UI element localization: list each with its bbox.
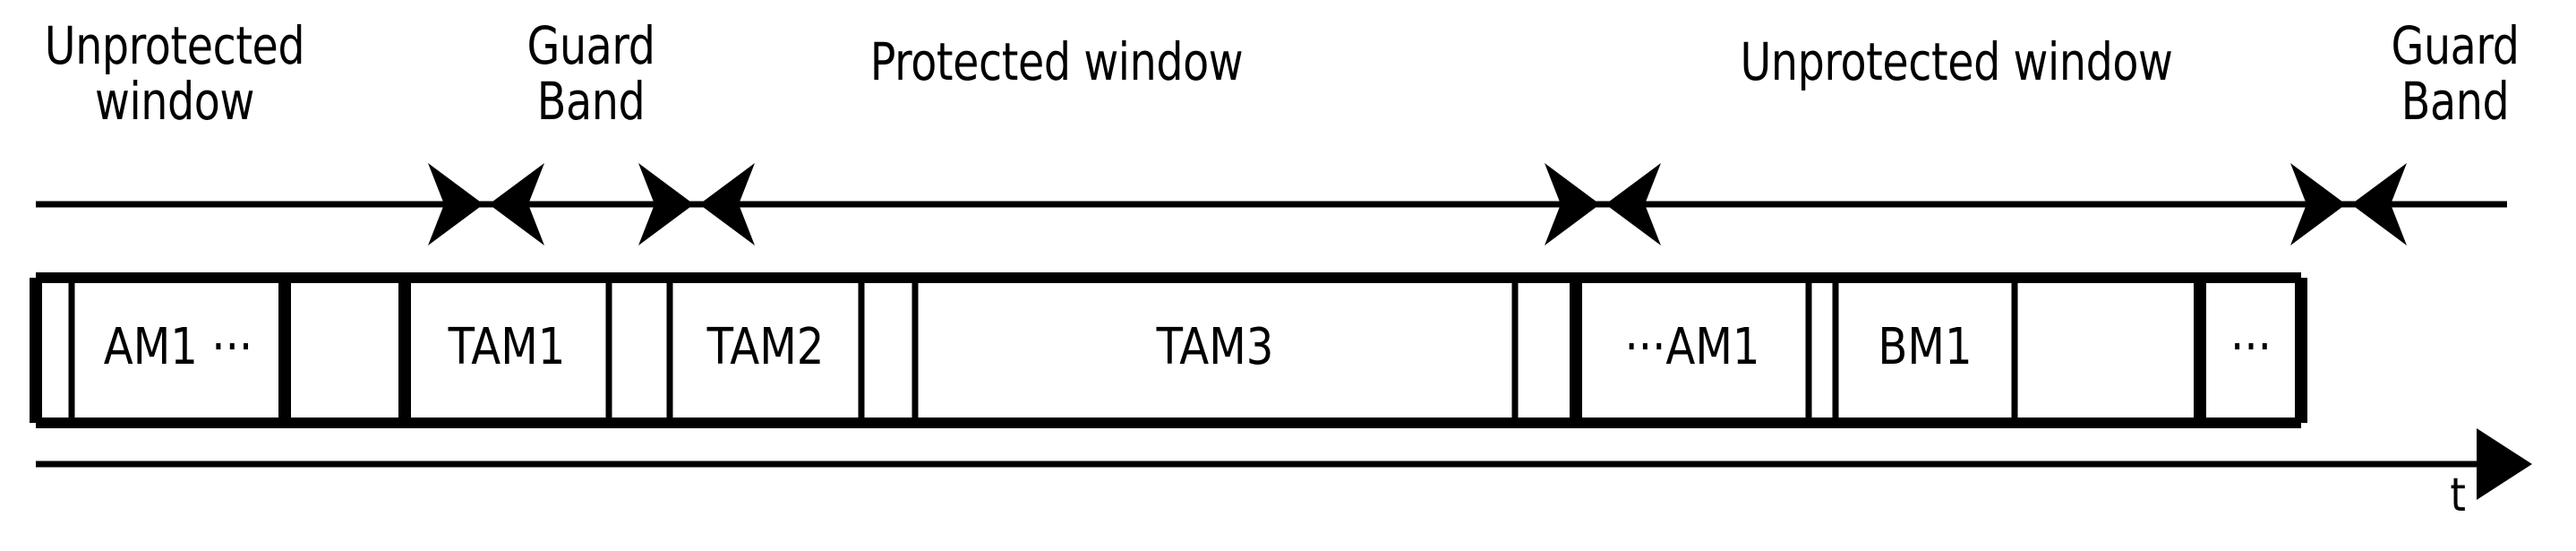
phase-boundary-marker-3 — [2290, 163, 2407, 245]
phase-boundary-marker-0 — [428, 163, 544, 245]
phase-boundary-arrowhead — [1545, 163, 1600, 245]
time-axis-label: t — [2450, 469, 2466, 522]
phase-boundary-arrowhead — [489, 163, 544, 245]
slot-label-slot-tam2: TAM2 — [706, 318, 825, 376]
slot-label-slot-am1-a: AM1 ··· — [103, 318, 253, 376]
phase-label-line1: Guard — [526, 15, 655, 76]
phase-boundary-arrowhead — [638, 163, 694, 245]
phase-label-protected-window: Protected window — [689, 31, 1424, 92]
phase-label-unprotected-window-2: Unprotected window — [1589, 31, 2324, 92]
phase-label-line2: Band — [2401, 71, 2510, 133]
phase-label-line1: Protected window — [869, 31, 1244, 92]
slot-label-slot-bm1: BM1 — [1878, 318, 1973, 376]
phase-label-line1: Guard — [2391, 15, 2520, 76]
slot-label-slot-ellipsis: ··· — [2229, 318, 2272, 376]
slot-label-slot-tam1: TAM1 — [448, 318, 566, 376]
phase-boundary-arrowhead — [2351, 163, 2407, 245]
slot-label-slot-am1-b: ···AM1 — [1624, 318, 1760, 376]
time-axis-arrowhead — [2477, 428, 2532, 500]
slot-frame-group — [30, 272, 2307, 428]
phase-label-line2: Band — [536, 71, 646, 133]
phase-axis-group — [36, 163, 2507, 245]
phase-label-line1: Unprotected — [44, 15, 305, 76]
phase-boundary-marker-2 — [1545, 163, 1661, 245]
phase-label-line2: window — [95, 71, 254, 133]
time-axis-group — [36, 428, 2532, 500]
phase-boundary-arrowhead — [2290, 163, 2346, 245]
phase-boundary-marker-1 — [638, 163, 755, 245]
phase-boundary-arrowhead — [428, 163, 484, 245]
phase-boundary-arrowhead — [699, 163, 755, 245]
phase-boundary-arrowhead — [1605, 163, 1661, 245]
phase-label-line1: Unprotected window — [1740, 31, 2173, 92]
slot-label-slot-tam3: TAM3 — [1156, 318, 1274, 376]
